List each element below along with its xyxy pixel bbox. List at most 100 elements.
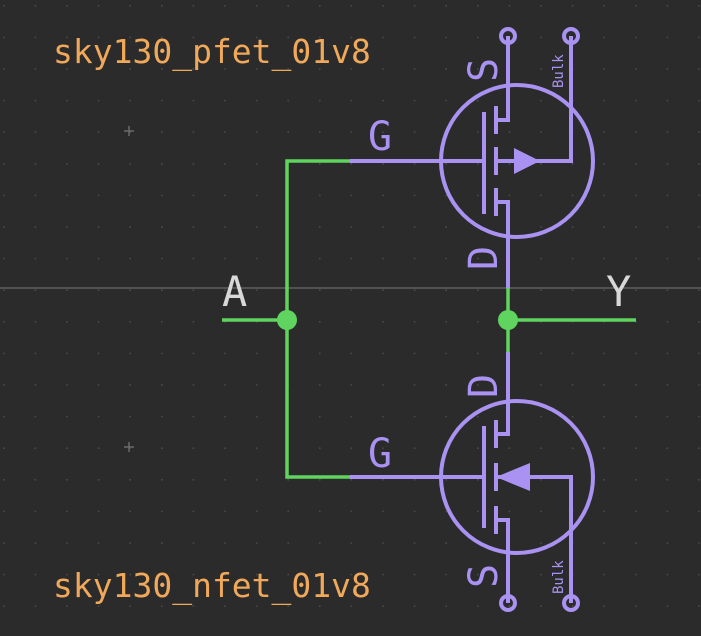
grid-dot <box>224 194 226 197</box>
grid-dot <box>698 605 700 607</box>
grid-dot <box>666 289 669 291</box>
grid-dot <box>224 573 226 576</box>
grid-crosshairs <box>124 126 134 452</box>
grid-dot <box>129 415 131 418</box>
grid-dot <box>382 352 384 355</box>
grid-dot <box>698 415 700 418</box>
grid-dot <box>477 36 479 39</box>
grid-dot <box>571 226 574 228</box>
pmos-bulk-terminal[interactable] <box>562 27 580 45</box>
grid-dot <box>540 5 542 7</box>
grid-dot <box>540 605 542 607</box>
grid-dot <box>477 257 479 260</box>
grid-dot <box>97 415 100 418</box>
grid-dot <box>603 131 605 133</box>
grid-dot <box>129 479 131 481</box>
grid-dot <box>66 573 68 576</box>
grid-dot <box>66 542 68 544</box>
junction-dot-input <box>277 310 297 330</box>
grid-dot <box>413 352 416 355</box>
grid-dot <box>97 479 100 481</box>
grid-dot <box>66 605 68 607</box>
nmos-source-terminal[interactable] <box>499 594 517 612</box>
grid-dot <box>66 384 68 386</box>
grid-dot <box>666 605 669 607</box>
grid-dot <box>445 542 447 544</box>
grid-dot <box>319 5 321 7</box>
grid-dot <box>97 447 100 449</box>
grid-dot <box>161 573 163 576</box>
grid-dot <box>666 542 669 544</box>
grid-dot <box>287 5 289 7</box>
pmos-transistor[interactable] <box>350 27 595 288</box>
grid-dot <box>635 131 637 133</box>
grid-dot <box>445 99 447 102</box>
grid-dot <box>97 226 100 228</box>
grid-dot <box>382 321 384 323</box>
grid-dot <box>66 5 68 7</box>
grid-dot <box>445 68 447 70</box>
grid-dot <box>129 36 131 39</box>
wires[interactable] <box>222 159 636 479</box>
grid-dot <box>571 352 574 355</box>
grid-dot <box>34 352 37 355</box>
grid-dot <box>413 194 416 197</box>
grid-dot <box>382 36 384 39</box>
grid-dot <box>97 384 100 386</box>
grid-dot <box>477 447 479 449</box>
nmos-source-lead <box>496 518 510 603</box>
grid-dot <box>540 321 542 323</box>
grid-dot <box>666 573 669 576</box>
grid-dot <box>350 257 353 260</box>
grid-dot <box>445 289 447 291</box>
grid-dot <box>66 321 68 323</box>
grid-dot <box>350 163 353 165</box>
output-port-label[interactable]: Y <box>606 267 631 316</box>
grid-dot <box>34 163 37 165</box>
grid-dot <box>382 447 384 449</box>
grid-dot <box>34 510 37 513</box>
nmos-device-label[interactable]: sky130_nfet_01v8 <box>53 566 371 606</box>
grid-dot <box>603 321 605 323</box>
grid-dot <box>635 99 637 102</box>
grid-dot <box>3 415 5 418</box>
grid-dot <box>540 194 542 197</box>
grid-dot <box>477 289 479 291</box>
grid-dot <box>3 131 5 133</box>
pmos-device-label[interactable]: sky130_pfet_01v8 <box>53 32 371 72</box>
grid-dot <box>129 5 131 7</box>
grid-dot <box>129 68 131 70</box>
grid-dot <box>66 194 68 197</box>
grid-dot <box>161 131 163 133</box>
grid-dot <box>129 321 131 323</box>
grid-dot <box>635 226 637 228</box>
grid-dot <box>413 36 416 39</box>
grid-dot <box>34 194 37 197</box>
grid-dot <box>319 68 321 70</box>
grid-dot <box>66 289 68 291</box>
grid-dot <box>382 99 384 102</box>
pmos-source-terminal[interactable] <box>499 27 517 45</box>
grid-dot <box>635 352 637 355</box>
grid-dot <box>698 321 700 323</box>
grid-dot <box>192 479 195 481</box>
grid-dot <box>571 447 574 449</box>
grid-dot <box>666 415 669 418</box>
grid-dot <box>603 5 605 7</box>
grid-dot <box>382 131 384 133</box>
pmos-source-lead <box>496 36 510 122</box>
nmos-bulk-terminal[interactable] <box>562 594 580 612</box>
grid-dot <box>540 257 542 260</box>
grid-dot <box>445 194 447 197</box>
grid-dot <box>66 415 68 418</box>
input-port-label[interactable]: A <box>222 267 247 316</box>
grid-dot <box>255 289 258 291</box>
grid-dot <box>3 36 5 39</box>
grid-dot <box>571 289 574 291</box>
grid-dot <box>635 68 637 70</box>
grid-dot <box>350 352 353 355</box>
grid-dot <box>445 479 447 481</box>
nmos-transistor[interactable] <box>350 352 595 612</box>
grid-dot <box>255 163 258 165</box>
